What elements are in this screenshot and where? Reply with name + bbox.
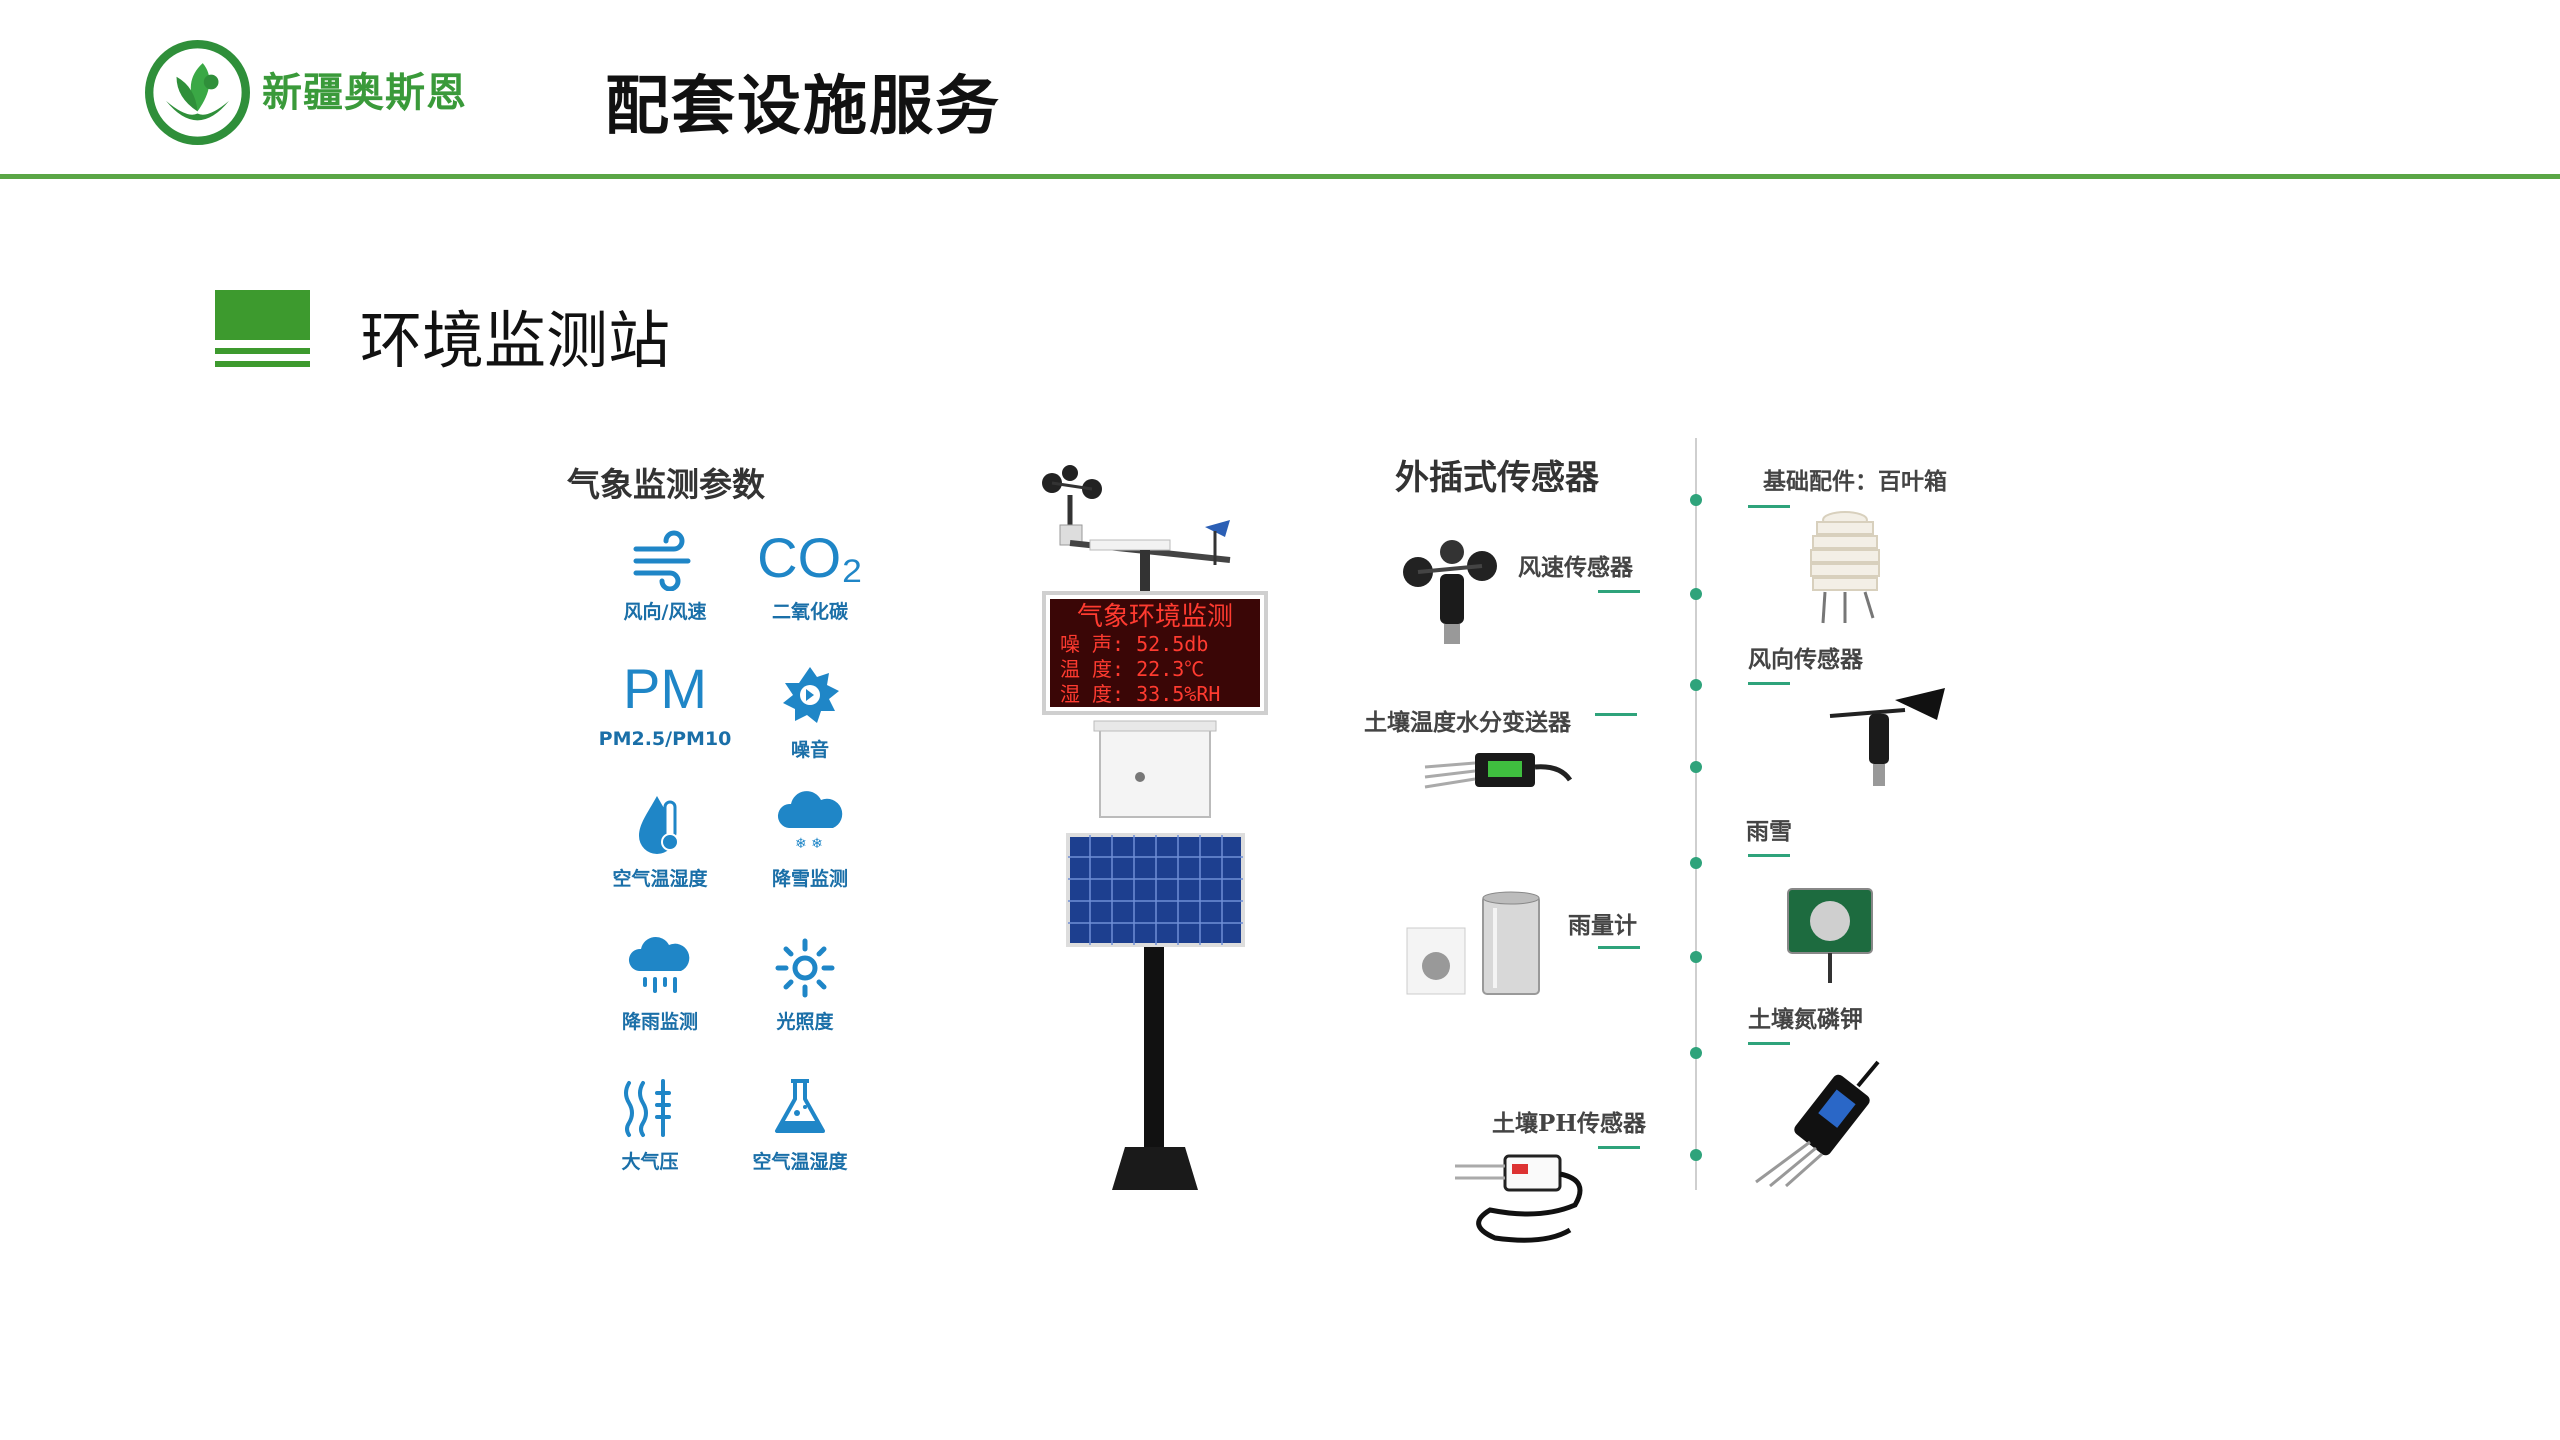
param-rain: 降雨监测 — [575, 935, 745, 1034]
param-air-temp-humidity-2: 空气温湿度 — [715, 1075, 885, 1174]
sensor-underline — [1748, 854, 1790, 857]
led-line-1: 气象环境监测 — [1077, 602, 1233, 632]
sensor-label-soil-ph: 土壤PH传感器 — [1492, 1110, 1647, 1137]
sensor-label-wind-speed: 风速传感器 — [1518, 554, 1633, 581]
timeline-dot — [1690, 1149, 1702, 1161]
rain-cloud-icon — [628, 936, 690, 993]
sensor-underline — [1748, 1042, 1790, 1045]
params-title: 气象监测参数 — [567, 465, 765, 504]
co2-icon: CO₂ — [757, 526, 863, 589]
param-pressure: 大气压 — [565, 1075, 735, 1174]
ph-sensor-icon — [1455, 1154, 1583, 1243]
led-line-3: 温 度: 22.3℃ — [1060, 657, 1204, 681]
pm-icon: PM — [623, 657, 707, 720]
param-snow: ❄ ❄ 降雪监测 — [725, 788, 895, 891]
led-line-4: 湿 度: 33.5%RH — [1060, 682, 1220, 706]
param-co2: CO₂ 二氧化碳 — [725, 525, 895, 624]
thermometer-drop-icon — [639, 796, 679, 854]
sensor-underline — [1748, 505, 1790, 508]
led-line-2: 噪 声: 52.5db — [1060, 632, 1208, 656]
pressure-icon — [624, 1079, 671, 1137]
sensor-label-rain-snow: 雨雪 — [1746, 818, 1792, 845]
sensor-underline — [1598, 590, 1640, 593]
param-air-temp-humidity: 空气温湿度 — [575, 792, 745, 891]
soil-probe-icon — [1424, 753, 1573, 789]
sensor-underline — [1748, 682, 1790, 685]
param-pm: PM PM2.5/PM10 — [580, 656, 750, 750]
svg-text:❄ ❄: ❄ ❄ — [795, 836, 823, 852]
timeline-dot — [1690, 1047, 1702, 1059]
section-marker-icon — [215, 290, 310, 367]
flask-icon — [775, 1079, 825, 1133]
louver-box-icon — [1810, 511, 1880, 624]
timeline-dot — [1690, 857, 1702, 869]
param-wind: 风向/风速 — [580, 525, 750, 624]
weather-station-illustration: 气象环境监测 噪 声: 52.5db 温 度: 22.3℃ 湿 度: 33.5%… — [1042, 465, 1268, 1190]
param-noise: 噪音 — [725, 663, 895, 762]
sensor-label-soil-npk: 土壤氮磷钾 — [1748, 1006, 1863, 1033]
company-logo-icon — [145, 40, 250, 145]
sensor-underline — [1595, 713, 1637, 716]
station-anemometer — [1042, 465, 1102, 546]
param-illuminance: 光照度 — [720, 935, 890, 1034]
sensor-underline — [1598, 1146, 1640, 1149]
wind-icon — [633, 530, 691, 591]
wind-vane-icon — [1829, 688, 1945, 786]
timeline-line — [1695, 438, 1697, 1190]
external-sensors-title: 外插式传感器 — [1395, 458, 1599, 498]
timeline-dot — [1690, 494, 1702, 506]
timeline-dot — [1690, 951, 1702, 963]
rain-snow-sensor-icon — [1787, 888, 1873, 983]
brand-name: 新疆奥斯恩 — [262, 70, 467, 116]
snow-cloud-icon: ❄ ❄ — [777, 791, 843, 852]
section-title: 环境监测站 — [360, 304, 671, 377]
sensor-label-soil-temp-moisture: 土壤温度水分变送器 — [1364, 709, 1571, 736]
sensor-label-wind-direction: 风向传感器 — [1748, 646, 1863, 673]
header-divider — [0, 174, 2560, 179]
timeline-dot — [1690, 588, 1702, 600]
rain-gauge-icon — [1406, 891, 1540, 995]
sun-icon — [775, 938, 835, 998]
timeline-dot — [1690, 679, 1702, 691]
sensor-underline — [1598, 946, 1640, 949]
page-title: 配套设施服务 — [605, 70, 1001, 144]
sensor-label-louver-box: 基础配件：百叶箱 — [1763, 468, 1947, 495]
soil-npk-sensor-icon — [1755, 1060, 1880, 1188]
sensor-label-rain-gauge: 雨量计 — [1568, 912, 1637, 939]
noise-icon — [783, 667, 839, 723]
timeline-dot — [1690, 761, 1702, 773]
anemometer-icon — [1403, 540, 1497, 644]
